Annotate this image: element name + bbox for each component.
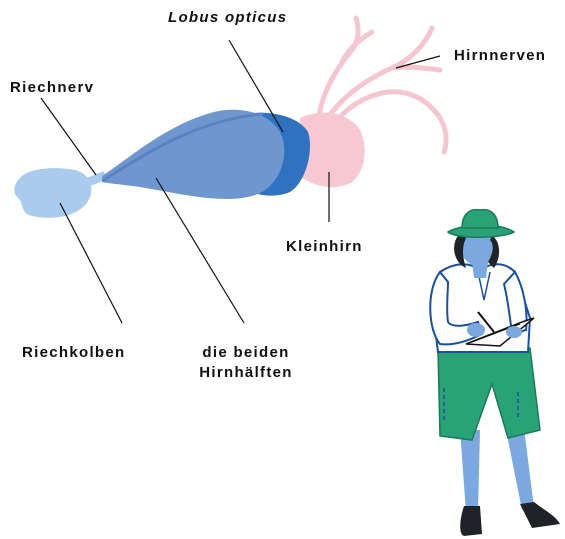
explorer-leg-left xyxy=(460,430,480,512)
leader-line-riechkolben xyxy=(60,203,122,323)
explorer-hat-crown xyxy=(462,210,498,228)
label-hirnnerven: Hirnnerven xyxy=(454,46,546,66)
leader-line-riechnerv xyxy=(41,98,96,175)
explorer-leg-right xyxy=(506,428,534,510)
label-hirnhaelften-line2: Hirnhälften xyxy=(180,363,312,383)
riechkolben-shape xyxy=(14,168,91,218)
explorer-shorts xyxy=(438,348,540,440)
label-hirnhaelften: die beiden Hirnhälften xyxy=(180,343,312,383)
explorer-shoe-left xyxy=(460,506,482,536)
label-hirnhaelften-line1: die beiden xyxy=(180,343,312,363)
label-riechkolben: Riechkolben xyxy=(22,343,126,363)
explorer-illustration xyxy=(430,210,560,536)
label-lobus-opticus: Lobus opticus xyxy=(168,8,287,28)
explorer-shoe-right xyxy=(520,502,560,528)
hirnhaelften-shape xyxy=(102,110,284,199)
leader-line-hirnhaelften xyxy=(156,178,244,323)
label-riechnerv: Riechnerv xyxy=(10,78,94,98)
label-kleinhirn: Kleinhirn xyxy=(286,237,363,257)
